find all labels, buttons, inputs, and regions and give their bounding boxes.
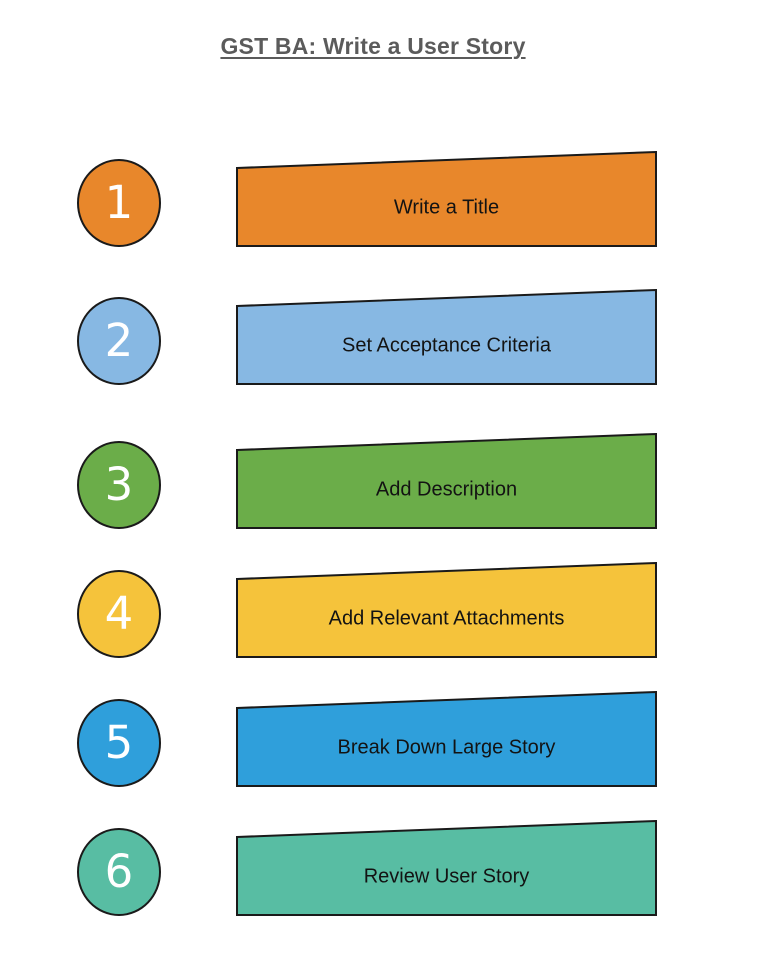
step-number: 3 <box>104 457 134 511</box>
step-banner: Add Description <box>236 433 657 529</box>
step-number-badge: 1 <box>77 159 161 247</box>
step-number: 6 <box>104 844 134 898</box>
step-label: Review User Story <box>363 865 530 888</box>
step-number: 2 <box>104 313 134 367</box>
banner-ribbon-shape <box>236 562 657 658</box>
step-label: Set Acceptance Criteria <box>342 334 551 357</box>
step-banner: Write a Title <box>236 151 657 247</box>
step-number-badge: 6 <box>77 828 161 916</box>
step-label: Add Relevant Attachments <box>328 607 565 630</box>
banner-ribbon-shape <box>236 289 657 385</box>
step-label: Write a Title <box>393 196 500 219</box>
step-number: 1 <box>104 175 134 229</box>
step-number-badge: 3 <box>77 441 161 529</box>
step-number-badge: 5 <box>77 699 161 787</box>
step-number: 4 <box>104 586 134 640</box>
step-banner: Break Down Large Story <box>236 691 657 787</box>
banner-ribbon-shape <box>236 691 657 787</box>
step-number: 5 <box>104 715 134 769</box>
banner-ribbon-shape <box>236 433 657 529</box>
step-banner: Add Relevant Attachments <box>236 562 657 658</box>
banner-ribbon-shape <box>236 820 657 916</box>
step-number-badge: 4 <box>77 570 161 658</box>
step-number-badge: 2 <box>77 297 161 385</box>
banner-ribbon-shape <box>236 151 657 247</box>
step-label: Break Down Large Story <box>337 736 556 759</box>
step-label: Add Description <box>375 478 518 501</box>
step-banner: Set Acceptance Criteria <box>236 289 657 385</box>
step-banner: Review User Story <box>236 820 657 916</box>
page-title: GST BA: Write a User Story <box>220 33 526 59</box>
